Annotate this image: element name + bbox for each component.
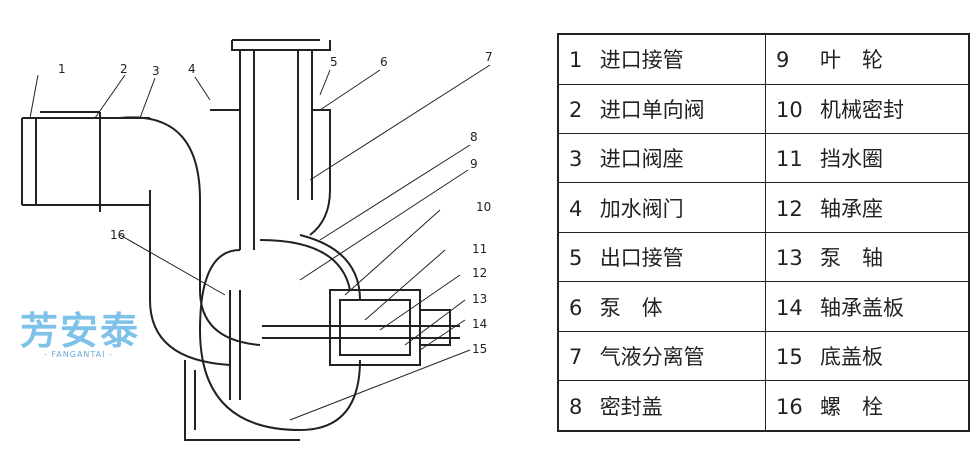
part-number: 8 xyxy=(569,394,583,419)
parts-row: 2 进口单向阀 10 机械密封 xyxy=(557,83,970,134)
part-name: 进口单向阀 xyxy=(599,97,705,122)
part-number: 16 xyxy=(776,394,803,419)
part-cell: 2 进口单向阀 xyxy=(557,83,766,134)
part-cell: 10 机械密封 xyxy=(765,83,970,134)
callout-2: 2 xyxy=(120,62,128,76)
part-number: 4 xyxy=(569,196,583,221)
part-name: 气液分离管 xyxy=(599,345,705,370)
callout-7: 7 xyxy=(485,50,493,64)
callout-3: 3 xyxy=(152,64,160,78)
part-cell: 6 泵 体 xyxy=(557,281,766,332)
part-number: 5 xyxy=(569,246,583,271)
part-cell: 16 螺 栓 xyxy=(765,380,970,432)
inlet-pipe xyxy=(21,117,150,206)
part-number: 7 xyxy=(569,345,583,370)
part-cell: 12 轴承座 xyxy=(765,182,970,233)
part-cell: 13 泵 轴 xyxy=(765,231,970,283)
part-cell: 5 出口接管 xyxy=(557,231,766,283)
part-name: 泵 轴 xyxy=(820,246,883,271)
part-name: 出口接管 xyxy=(599,246,684,271)
part-cell: 14 轴承盖板 xyxy=(765,281,970,332)
part-name: 轴承盖板 xyxy=(820,295,904,320)
part-name: 叶 轮 xyxy=(820,48,883,73)
part-name: 轴承座 xyxy=(820,196,883,221)
bearing-housing xyxy=(329,289,421,366)
watermark-logo: 芳安泰 xyxy=(20,309,141,353)
parts-row: 5 出口接管 13 泵 轴 xyxy=(557,231,970,283)
part-cell: 9 叶 轮 xyxy=(765,33,970,85)
parts-row: 8 密封盖 16 螺 栓 xyxy=(557,380,970,432)
parts-row: 3 进口阀座 11 挡水圈 xyxy=(557,132,970,184)
part-number: 9 xyxy=(776,48,790,73)
part-name: 加水阀门 xyxy=(599,196,684,221)
part-number: 2 xyxy=(569,97,583,122)
part-name: 进口阀座 xyxy=(599,147,684,172)
part-number: 10 xyxy=(776,97,803,122)
part-name: 泵 体 xyxy=(599,295,663,320)
part-cell: 11 挡水圈 xyxy=(765,132,970,184)
parts-row: 6 泵 体 14 轴承盖板 xyxy=(557,281,970,332)
part-number: 15 xyxy=(776,345,803,370)
part-number: 11 xyxy=(776,147,803,172)
part-cell: 7 气液分离管 xyxy=(557,330,766,382)
callout-9: 9 xyxy=(470,157,478,171)
part-cell: 4 加水阀门 xyxy=(557,182,766,233)
part-cell: 8 密封盖 xyxy=(557,380,766,432)
callout-16: 16 xyxy=(110,228,126,242)
callout-12: 12 xyxy=(472,266,488,280)
part-name: 螺 栓 xyxy=(820,394,883,419)
callout-11: 11 xyxy=(472,242,488,256)
part-number: 12 xyxy=(776,196,803,221)
part-name: 底盖板 xyxy=(820,345,883,370)
parts-list-table: 1 进口接管 9 叶 轮 2 进口单向阀 10 机械密封 3 进口阀座 11 挡水圈 4 加水阀门… xyxy=(557,33,970,432)
watermark-subtext: - FANGANTAI - xyxy=(44,350,113,359)
part-number: 6 xyxy=(569,295,583,320)
callout-1: 1 xyxy=(58,62,66,76)
part-number: 3 xyxy=(569,147,583,172)
part-number: 14 xyxy=(776,295,803,320)
callout-6: 6 xyxy=(380,55,388,69)
part-name: 挡水圈 xyxy=(820,147,883,172)
callout-8: 8 xyxy=(470,130,478,144)
outlet-pipe xyxy=(231,39,331,250)
callout-5: 5 xyxy=(330,55,338,69)
callout-4: 4 xyxy=(188,62,196,76)
part-cell: 15 底盖板 xyxy=(765,330,970,382)
part-cell: 1 进口接管 xyxy=(557,33,766,85)
callout-10: 10 xyxy=(476,200,492,214)
pump-body xyxy=(198,249,361,432)
part-cell: 3 进口阀座 xyxy=(557,132,766,184)
parts-row: 1 进口接管 9 叶 轮 xyxy=(557,33,970,85)
parts-row: 7 气液分离管 15 底盖板 xyxy=(557,330,970,382)
part-name: 进口接管 xyxy=(599,48,684,73)
callout-13: 13 xyxy=(472,292,488,306)
part-number: 13 xyxy=(776,246,803,271)
callout-15: 15 xyxy=(472,342,488,356)
part-name: 机械密封 xyxy=(820,97,904,122)
part-name: 密封盖 xyxy=(599,394,663,419)
shaft xyxy=(262,325,460,339)
parts-row: 4 加水阀门 12 轴承座 xyxy=(557,182,970,233)
pump-cross-section-drawing xyxy=(21,39,491,441)
part-number: 1 xyxy=(569,48,583,73)
callout-14: 14 xyxy=(472,317,488,331)
